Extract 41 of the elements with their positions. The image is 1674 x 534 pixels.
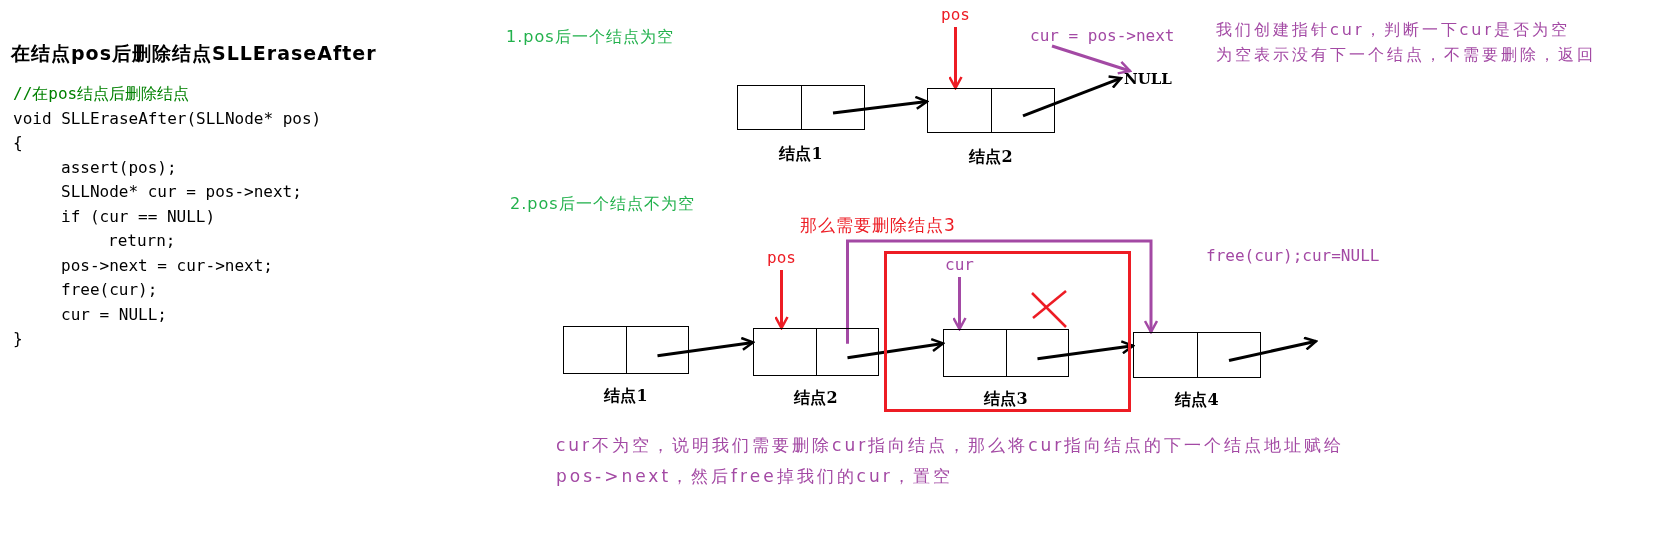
pointer-label: cur: [945, 255, 974, 274]
node-caption: 结点2: [969, 147, 1013, 168]
code-line: free(cur);: [61, 280, 158, 299]
annotation-text: 为空表示没有下一个结点，不需要删除，返回: [1216, 45, 1596, 66]
code-line: SLLNode* cur = pos->next;: [61, 182, 302, 201]
heading: 在结点pos后删除结点SLLEraseAfter: [11, 41, 377, 66]
node-caption: 结点1: [779, 144, 823, 165]
code-line: }: [13, 329, 23, 348]
arrow: [846, 239, 1159, 344]
annotation-text: 我们创建指针cur，判断一下cur是否为空: [1216, 20, 1571, 41]
code-annotation: free(cur);cur=NULL: [1206, 246, 1380, 265]
code-line: return;: [108, 231, 176, 250]
arrow: [1228, 336, 1318, 362]
arrow: [1051, 44, 1132, 75]
node-caption: 结点2: [794, 388, 838, 409]
arrow: [952, 277, 967, 331]
arrow: [774, 270, 789, 330]
code-line: pos->next = cur->next;: [61, 255, 273, 275]
code-line: void SLLEraseAfter(SLLNode* pos): [13, 108, 322, 128]
pointer-label: pos: [767, 248, 796, 267]
pointer-label: pos: [941, 5, 970, 24]
code-label: cur = pos->next: [1030, 26, 1175, 45]
section-heading: 2.pos后一个结点不为空: [510, 194, 695, 215]
arrow: [657, 336, 755, 358]
node-caption: 结点1: [604, 386, 648, 407]
code-line: assert(pos);: [61, 157, 177, 177]
arrow: [847, 337, 945, 360]
code-line: if (cur == NULL): [61, 206, 216, 226]
frame-heading: 那么需要删除结点3: [800, 214, 956, 237]
annotation-text: cur不为空，说明我们需要删除cur指向结点，那么将cur指向结点的下一个结点地址赋给pos->next，然后free掉我们的cur，置空: [556, 434, 1346, 488]
arrow: [1022, 75, 1123, 118]
code-line: {: [13, 133, 23, 152]
arrow: [832, 95, 929, 115]
node-caption: 结点3: [984, 389, 1028, 410]
null-label: NULL: [1124, 70, 1172, 88]
section-heading: 1.pos后一个结点为空: [506, 27, 674, 48]
arrow: [948, 27, 963, 90]
arrow: [1037, 340, 1135, 361]
code-line: cur = NULL;: [61, 304, 167, 324]
node-caption: 结点4: [1175, 390, 1219, 411]
code-comment: //在pos结点后删除结点: [13, 84, 190, 105]
